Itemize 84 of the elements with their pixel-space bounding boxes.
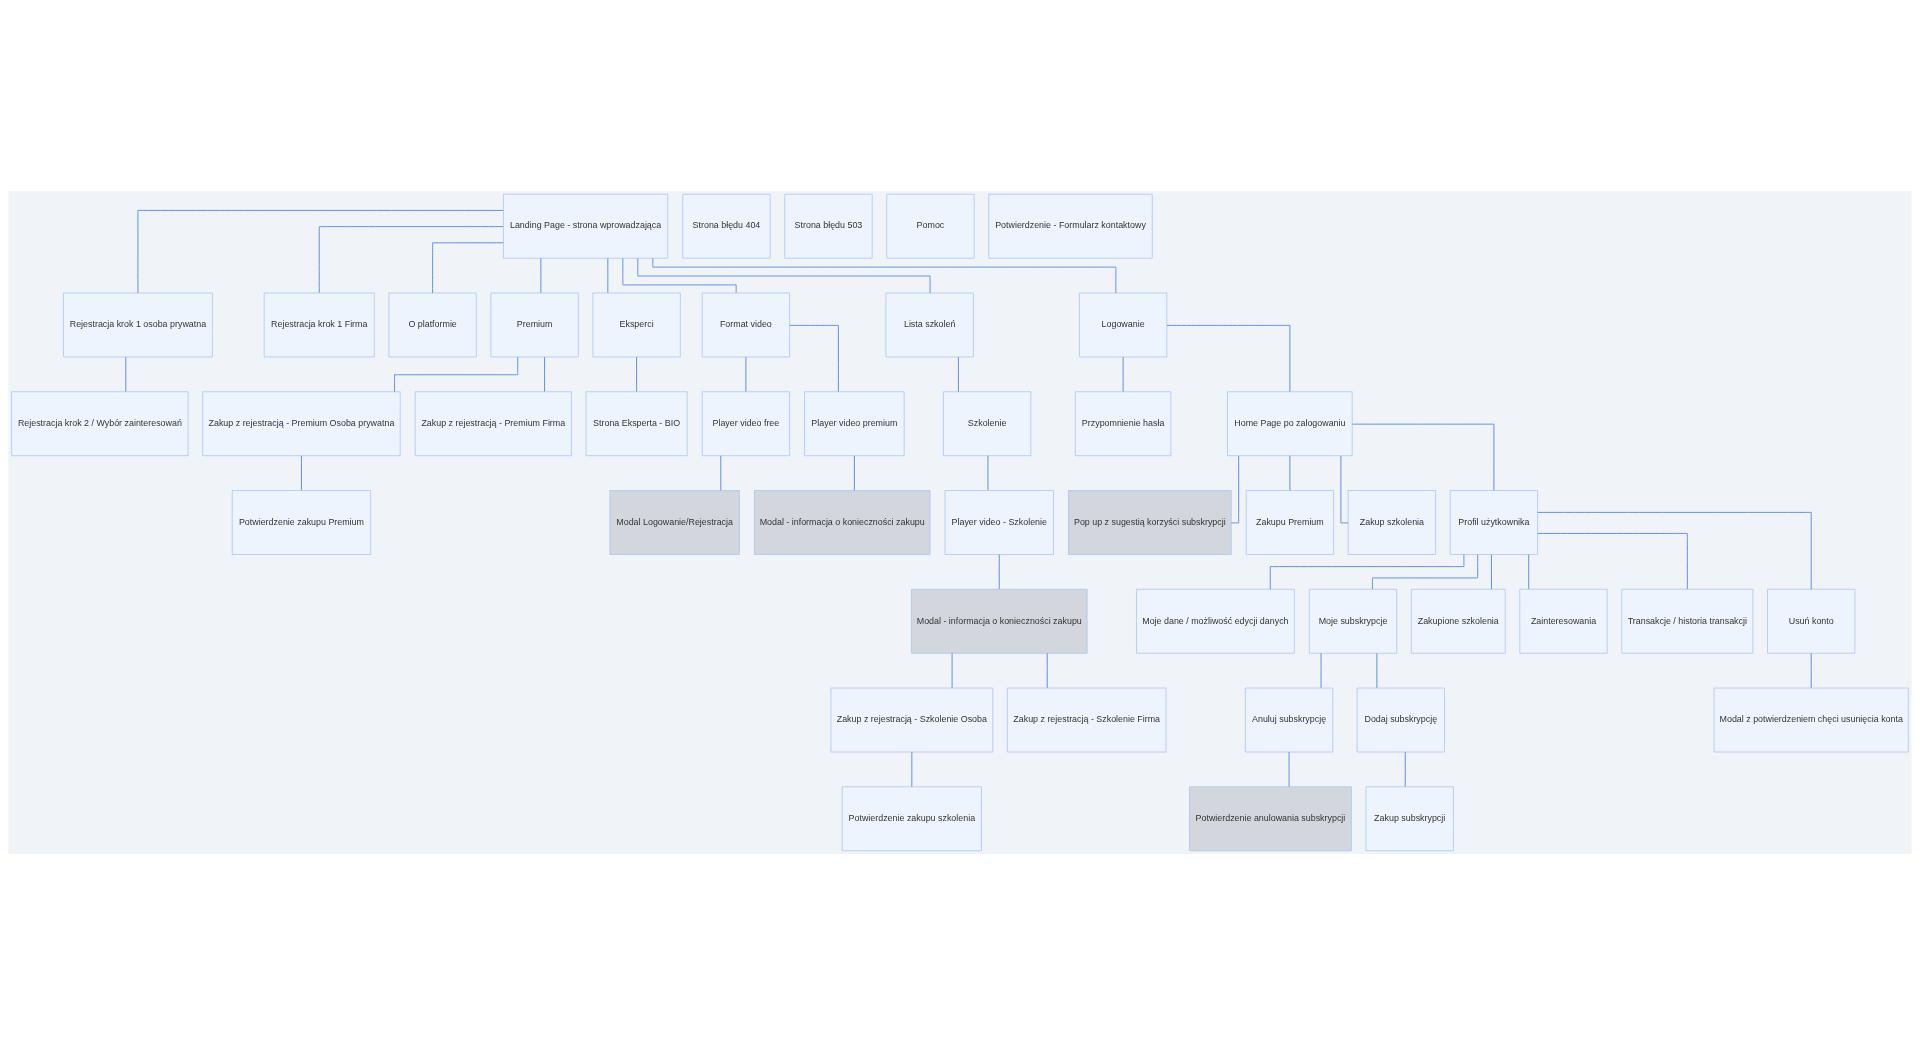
node-box: Potwierdzenie zakupu Premium [231,489,372,555]
node-box: Premium [490,292,579,357]
connector [1289,454,1291,491]
node-box: Zainteresowania [1519,588,1608,654]
connector [1166,324,1291,392]
node-box: Potwierdzenie - Formularz kontaktowy [988,193,1153,259]
connector [1320,652,1322,688]
connector [1490,553,1492,589]
node-box: Przypomnienie hasła [1074,390,1172,456]
node-box: Strona Eksperta - BIO [585,390,688,456]
node-box: Zakupione szkolenia [1410,588,1506,654]
connector [1046,652,1048,688]
node-box: Player video premium [804,390,905,456]
node-box: Rejestracja krok 1 Firma [263,292,375,357]
node-box: Modal - informacja o konieczności zakupu [911,588,1088,654]
node-box: Home Page po zalogowaniu [1227,390,1353,456]
connector [394,356,519,392]
connector [432,241,504,293]
connector [951,652,953,688]
node-box: Moje subskrypcje [1308,588,1398,654]
connector [957,356,959,392]
connector [745,356,747,392]
node-box: Zakup szkolenia [1347,489,1436,555]
node-box: Modal - informacja o konieczności zakupu [753,489,931,555]
node-box: Modal z potwierdzeniem chęci usunięcia konta [1713,687,1909,752]
connector [544,356,546,392]
connector [1340,454,1349,523]
node-box: Logowanie [1079,292,1168,357]
node-box: Strona błędu 503 [784,193,873,259]
connector [137,209,504,293]
node-box: Potwierdzenie zakupu szkolenia [841,785,982,851]
connector [636,356,638,392]
node-box: Profil użytkownika [1449,489,1538,555]
node-box: Zakupu Premium [1245,489,1334,555]
node-box: Anuluj subskrypcję [1244,687,1334,752]
node-box: Format video [701,292,790,357]
node-box: Dodaj subskrypcję [1356,687,1445,752]
node-box: Pomoc [886,193,975,259]
connector [1537,532,1688,590]
node-box: Player video free [701,390,790,456]
node-box: Zakup z rejestracją - Premium Osoba prywatna [202,390,401,456]
connector [1230,454,1240,523]
connector [911,751,913,787]
node-box: Landing Page - strona wprowadzająca [503,193,669,259]
node-box: Zakup z rejestracją - Szkolenie Osoba [830,687,994,752]
connector [1810,652,1812,688]
connector [622,257,737,293]
node-box: Modal Logowanie/Rejestracja [609,489,740,555]
node-box: Eksperci [592,292,681,357]
connector [720,454,722,491]
node-box: O platformie [388,292,477,357]
connector [1122,356,1124,392]
node-box: Player video - Szkolenie [944,489,1054,555]
node-box: Zakup z rejestracją - Szkolenie Firma [1006,687,1167,752]
connector [987,454,989,491]
connector [300,454,302,491]
node-box: Pop up z sugestią korzyści subskrypcji [1068,489,1232,555]
node-box: Rejestracja krok 1 osoba prywatna [63,292,213,357]
node-box: Szkolenie [943,390,1032,456]
connector [318,225,504,293]
node-box: Usuń konto [1767,588,1856,654]
connector [1371,553,1479,590]
connector [652,257,1117,293]
node-box: Moje dane / możliwość edycji danych [1136,588,1295,654]
connector [789,324,839,392]
node-box: Zakup z rejestracją - Premium Firma [414,390,572,456]
connector [1352,423,1495,491]
connector [1376,652,1378,688]
connector [1288,751,1290,787]
node-box: Zakup subskrypcji [1365,785,1454,851]
node-box: Lista szkoleń [885,292,974,357]
node-box: Potwierdzenie anulowania subskrypcji [1189,785,1352,851]
node-box: Strona błędu 404 [682,193,771,259]
node-box: Transakcje / historia transakcji [1621,588,1754,654]
connector [637,257,931,293]
connector [998,553,1000,589]
connector [853,454,855,491]
connector [1528,553,1530,589]
connector [540,257,542,293]
connector [607,257,609,293]
connector [125,356,127,392]
node-box: Rejestracja krok 2 / Wybór zainteresowań [11,390,189,456]
connector [1537,511,1812,590]
connector [1404,751,1406,787]
